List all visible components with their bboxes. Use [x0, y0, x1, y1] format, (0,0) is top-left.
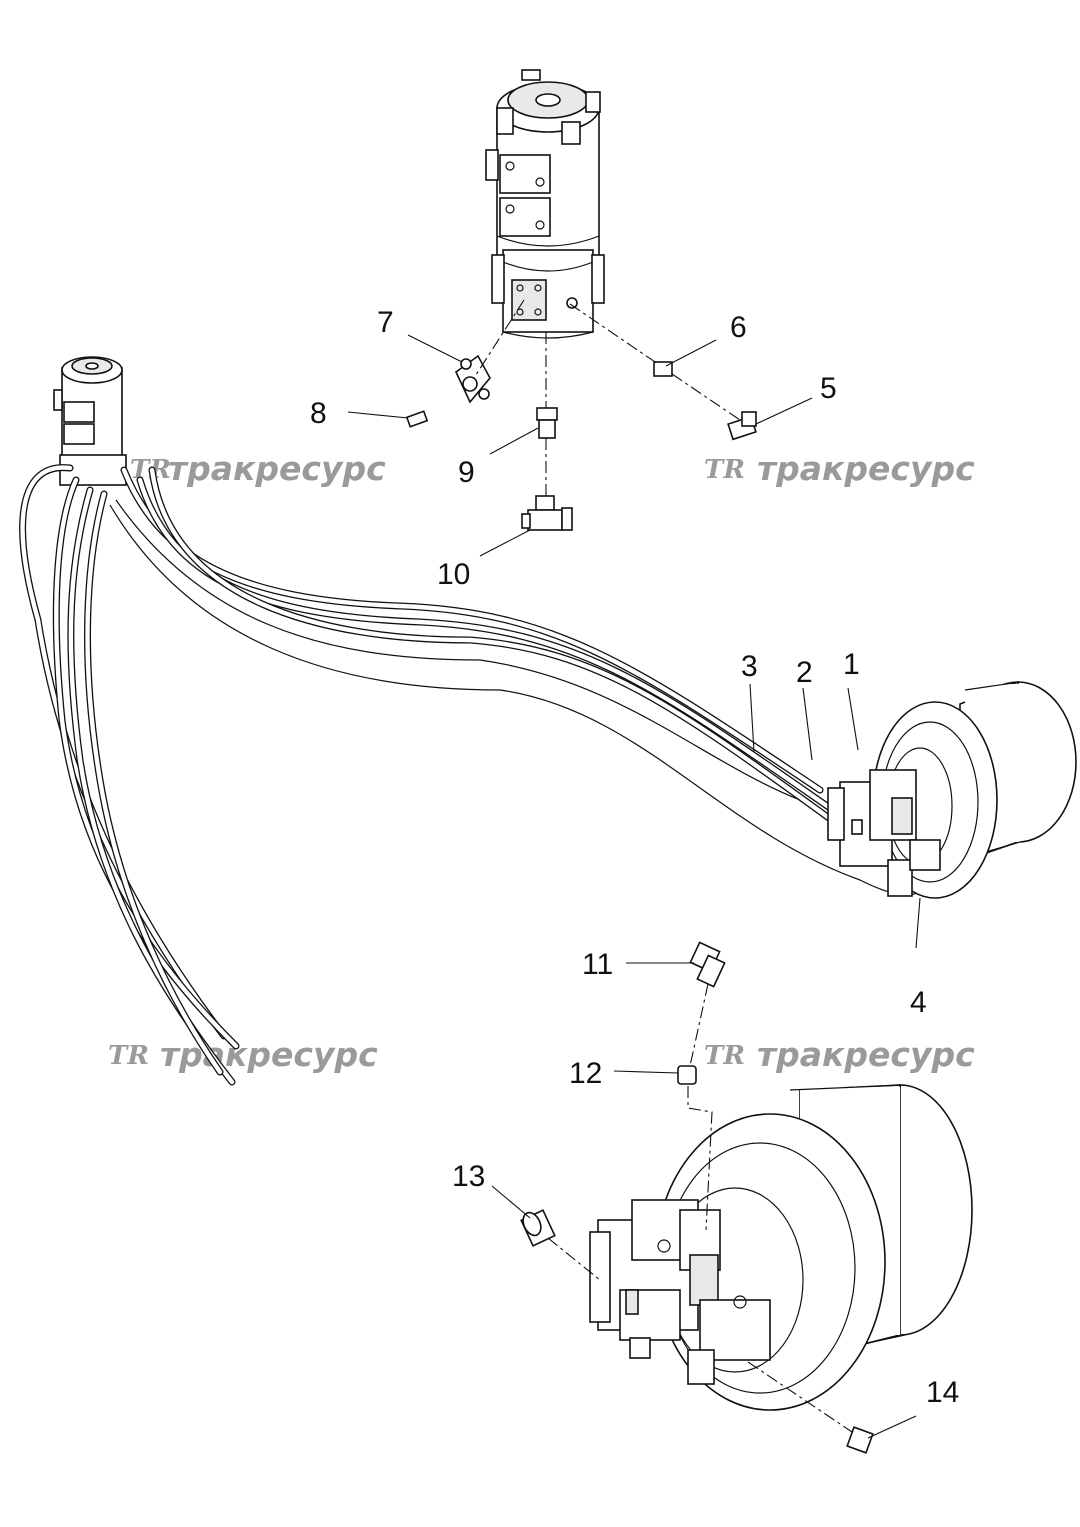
- elbow-14: [846, 1426, 874, 1454]
- callout-12: 12: [569, 1057, 602, 1090]
- adapter-13: [520, 1209, 556, 1247]
- callout-8: 8: [310, 397, 327, 430]
- bolt-8: [405, 410, 429, 428]
- watermark-top-left: TR тракресурс: [130, 449, 386, 488]
- plug-12: [677, 1065, 697, 1085]
- swivel-joint-large: [485, 69, 605, 339]
- watermark-logo: TR: [704, 1041, 745, 1071]
- hose-bundle: [19, 464, 931, 1086]
- watermark-logo: TR: [704, 455, 745, 485]
- watermark-logo: TR: [108, 1041, 149, 1071]
- watermark-bottom-right: TR тракресурс: [704, 1035, 975, 1074]
- tee-fitting-10: [521, 495, 573, 531]
- callout-14: 14: [926, 1376, 959, 1409]
- watermark-text: тракресурс: [757, 1035, 975, 1074]
- travel-motor-lower: [589, 1084, 973, 1411]
- adapter-9: [536, 407, 558, 439]
- travel-motor-upper: [827, 680, 1077, 899]
- callouts: 1 2 3 4 5 6 7 8 9 10 11 12 13 14: [310, 306, 959, 1409]
- callout-2: 2: [796, 656, 813, 689]
- callout-7: 7: [377, 306, 394, 339]
- watermark-text: тракресурс: [168, 449, 386, 488]
- watermark-top-right: TR тракресурс: [704, 449, 975, 488]
- elbow-5: [727, 411, 757, 441]
- callout-6: 6: [730, 311, 747, 344]
- elbow-11: [689, 941, 726, 988]
- watermark-text: тракресурс: [160, 1035, 378, 1074]
- assembly-lines: [473, 299, 853, 1433]
- callout-10: 10: [437, 558, 470, 591]
- swivel-joint-small: [53, 356, 127, 486]
- callout-9: 9: [458, 456, 475, 489]
- callout-4: 4: [910, 986, 927, 1019]
- callout-11: 11: [582, 948, 613, 981]
- callout-5: 5: [820, 372, 837, 405]
- callout-1: 1: [843, 648, 860, 681]
- flange-7: [454, 354, 491, 404]
- callout-3: 3: [741, 650, 758, 683]
- callout-13: 13: [452, 1160, 485, 1193]
- watermark-text: тракресурс: [757, 449, 975, 488]
- watermark-bottom-left: TR тракресурс: [108, 1035, 378, 1074]
- leader-lines: [347, 334, 921, 1439]
